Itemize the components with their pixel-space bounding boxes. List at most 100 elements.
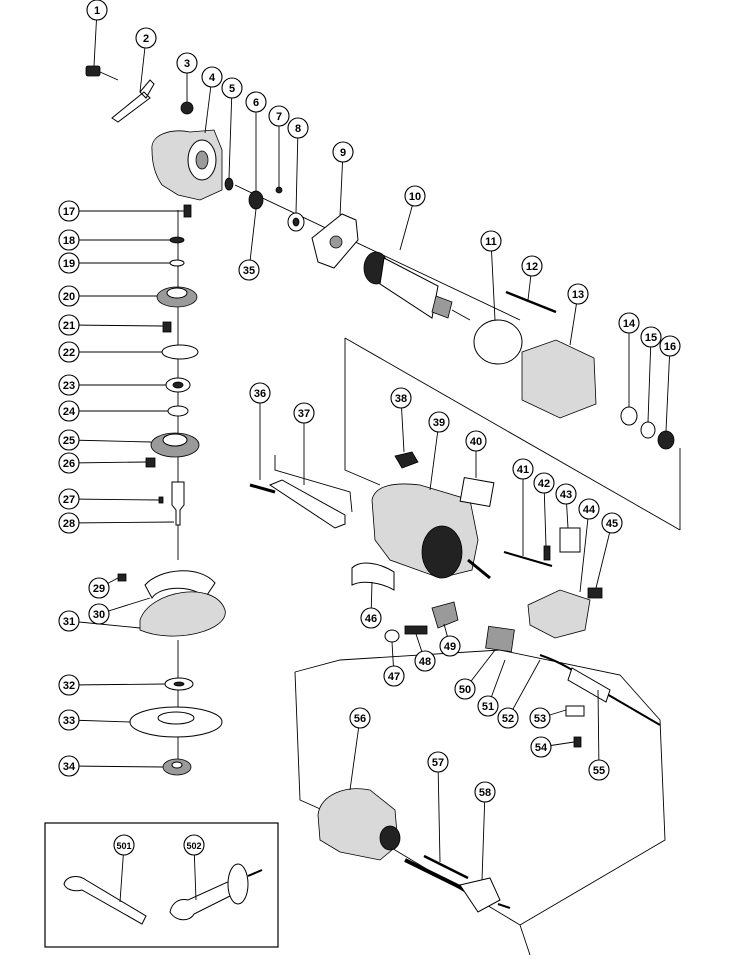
callout-58: 58 <box>474 781 496 803</box>
callout-3: 3 <box>176 52 198 74</box>
part-12-bolt <box>505 290 557 314</box>
callout-6: 6 <box>245 91 267 113</box>
callout-19: 19 <box>58 252 80 274</box>
callout-8: 8 <box>287 117 309 139</box>
callout-36: 36 <box>249 382 271 404</box>
callout-10: 10 <box>404 185 426 207</box>
callout-label-25: 25 <box>63 435 75 447</box>
part-24-ring <box>167 405 189 417</box>
callout-label-24: 24 <box>63 406 76 418</box>
callout-41: 41 <box>512 458 534 480</box>
callout-label-8: 8 <box>295 123 301 135</box>
part-26-screw <box>145 457 156 468</box>
callout-57: 57 <box>427 751 449 773</box>
leader-line-25 <box>68 439 152 443</box>
part-502-side-handle <box>169 863 263 921</box>
part-58-plug <box>404 858 511 913</box>
part-17-screw <box>183 204 192 218</box>
callout-label-26: 26 <box>63 458 75 470</box>
callout-circle-18 <box>58 229 80 251</box>
part-50-switch <box>485 625 515 653</box>
callout-32: 32 <box>58 674 80 696</box>
callout-39: 39 <box>428 411 450 433</box>
callout-circle-56 <box>349 707 371 729</box>
callout-label-19: 19 <box>63 258 75 270</box>
callout-label-38: 38 <box>395 393 407 405</box>
callout-circle-48 <box>414 650 436 672</box>
callout-label-54: 54 <box>535 742 548 754</box>
callout-circle-20 <box>58 285 80 307</box>
callout-circle-4 <box>201 66 223 88</box>
callout-9: 9 <box>332 141 354 163</box>
part-54-screw <box>573 736 582 748</box>
callout-label-35: 35 <box>243 265 255 277</box>
callout-circle-13 <box>567 283 589 305</box>
part-5-washer <box>224 177 234 191</box>
callout-circle-6 <box>245 91 267 113</box>
callout-47: 47 <box>383 665 405 687</box>
leader-line-9 <box>339 151 344 217</box>
part-1-screw <box>85 65 119 81</box>
callout-circle-58 <box>474 781 496 803</box>
part-45-terminal <box>587 587 603 599</box>
callout-15: 15 <box>640 326 662 348</box>
callout-label-39: 39 <box>433 417 445 429</box>
callout-circle-501 <box>113 834 135 856</box>
callout-circle-29 <box>88 577 110 599</box>
part-2-lever <box>111 79 155 123</box>
callout-31: 31 <box>58 610 80 632</box>
callout-circle-52 <box>497 707 519 729</box>
callout-40: 40 <box>465 430 487 452</box>
callout-circle-38 <box>390 387 412 409</box>
callout-label-22: 22 <box>63 347 75 359</box>
callout-label-40: 40 <box>470 436 482 448</box>
callout-circle-1 <box>86 0 108 21</box>
callout-5: 5 <box>221 77 243 99</box>
callout-23: 23 <box>58 374 80 396</box>
callout-501: 501 <box>113 834 135 856</box>
callout-label-48: 48 <box>419 656 431 668</box>
callout-label-29: 29 <box>93 583 105 595</box>
part-39-housing <box>371 483 491 580</box>
part-37-slide-bar <box>268 479 346 529</box>
leader-line-28 <box>68 521 175 524</box>
part-40-label <box>459 476 495 508</box>
callout-label-23: 23 <box>63 380 75 392</box>
leader-line-15 <box>647 336 652 423</box>
callout-label-52: 52 <box>502 713 514 725</box>
part-22-plate <box>161 344 199 360</box>
leader-line-39 <box>429 421 440 491</box>
callout-label-34: 34 <box>63 761 76 773</box>
callout-label-46: 46 <box>365 613 377 625</box>
callout-56: 56 <box>349 707 371 729</box>
callout-1: 1 <box>86 0 108 21</box>
callout-54: 54 <box>530 736 552 758</box>
part-55-armor <box>567 667 611 703</box>
callout-circle-8 <box>287 117 309 139</box>
callout-label-9: 9 <box>340 147 346 159</box>
part-3-nut <box>180 101 194 115</box>
callout-38: 38 <box>390 387 412 409</box>
callout-label-57: 57 <box>432 757 444 769</box>
callout-label-41: 41 <box>517 464 529 476</box>
callout-circle-33 <box>58 709 80 731</box>
callout-circle-49 <box>439 635 461 657</box>
callout-label-27: 27 <box>63 494 75 506</box>
callout-16: 16 <box>659 335 681 357</box>
part-10-armature <box>363 251 471 321</box>
callout-circle-53 <box>529 707 551 729</box>
leader-line-5 <box>228 87 233 179</box>
callout-11: 11 <box>480 230 502 252</box>
callout-25: 25 <box>58 429 80 451</box>
callout-12: 12 <box>521 255 543 277</box>
leader-line-21 <box>68 324 164 327</box>
callout-21: 21 <box>58 314 80 336</box>
callout-circle-15 <box>640 326 662 348</box>
callout-4: 4 <box>201 66 223 88</box>
part-14-bearing <box>620 406 638 426</box>
callout-35: 35 <box>238 259 260 281</box>
callout-26: 26 <box>58 452 80 474</box>
callout-50: 50 <box>454 678 476 700</box>
part-6-pinion <box>248 190 264 210</box>
callout-circle-46 <box>360 607 382 629</box>
